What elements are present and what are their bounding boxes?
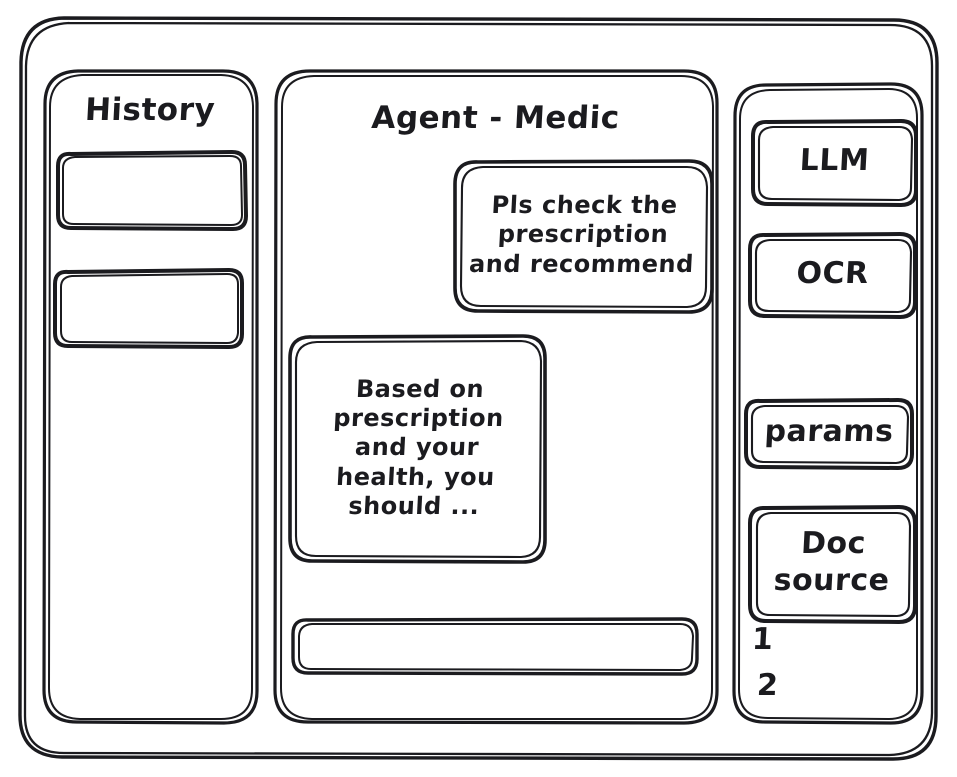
tool-button-params[interactable]: params xyxy=(746,398,912,467)
user-message-text: Pls check the prescription and recommend xyxy=(468,191,695,278)
tool-button-ocr[interactable]: OCR xyxy=(750,232,915,316)
doc-source-list-item-label: 1 xyxy=(751,621,775,657)
tool-button-ocr-label: OCR xyxy=(795,255,870,291)
doc-source-list-item-label: 2 xyxy=(756,667,780,703)
agent-title: Agent - Medic xyxy=(370,100,621,136)
doc-source-list-item[interactable]: 1 xyxy=(751,618,782,662)
tool-button-params-label: params xyxy=(763,414,895,450)
history-list-item[interactable] xyxy=(55,269,242,347)
tool-button-doc-source-label: Doc source xyxy=(772,526,891,598)
chat-input-field[interactable] xyxy=(293,617,697,673)
tool-button-doc-source[interactable]: Doc source xyxy=(750,505,915,621)
agent-message-text: Based on prescription and your health, y… xyxy=(332,374,505,520)
tool-button-llm-label: LLM xyxy=(798,143,871,179)
user-message-bubble: Pls check the prescription and recommend xyxy=(454,159,712,311)
agent-message-bubble: Based on prescription and your health, y… xyxy=(289,334,545,562)
history-panel-title: History xyxy=(84,92,217,128)
tool-button-llm[interactable]: LLM xyxy=(753,119,916,204)
history-list-item[interactable] xyxy=(57,151,246,229)
doc-source-list-item[interactable]: 2 xyxy=(756,664,791,708)
